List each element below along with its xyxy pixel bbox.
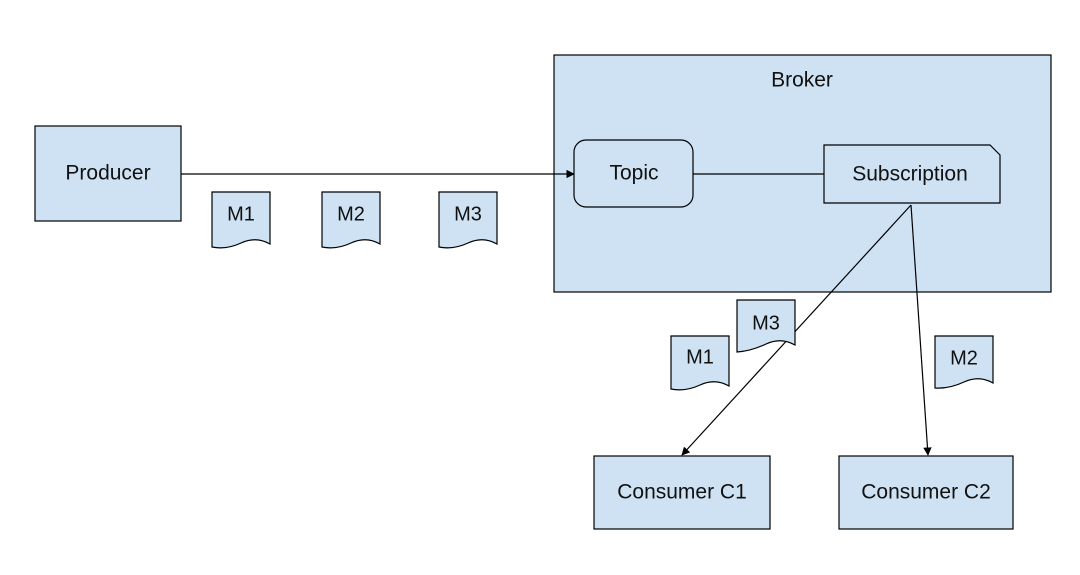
broker-label: Broker [771, 69, 833, 92]
edge-subscription-consumer-c2 [910, 204, 932, 456]
message-doc: M2 [934, 335, 994, 389]
producer-label: Producer [65, 162, 150, 185]
message-label: M2 [950, 347, 978, 369]
message-label: M2 [337, 203, 365, 225]
message-doc: M1 [670, 335, 730, 391]
message-doc: M2 [321, 191, 381, 249]
consumer-c2-node: Consumer C2 [838, 455, 1014, 530]
topic-label: Topic [609, 162, 658, 185]
message-doc: M1 [211, 191, 271, 249]
message-doc: M3 [736, 299, 796, 353]
edges [181, 169, 932, 456]
subscription-node: Subscription [823, 144, 1001, 204]
message-label: M1 [227, 203, 255, 225]
topic-node: Topic [573, 139, 694, 208]
message-doc: M3 [438, 191, 498, 249]
edge-subscription-consumer-c1 [681, 204, 912, 456]
consumer-c1-node: Consumer C1 [593, 455, 771, 530]
consumer-c2-label: Consumer C2 [861, 481, 991, 504]
message-label: M3 [454, 203, 482, 225]
message-label: M1 [686, 346, 714, 368]
producer-node: Producer [34, 125, 182, 222]
message-label: M3 [752, 312, 780, 334]
subscription-label: Subscription [852, 163, 968, 186]
consumer-c1-label: Consumer C1 [617, 481, 747, 504]
